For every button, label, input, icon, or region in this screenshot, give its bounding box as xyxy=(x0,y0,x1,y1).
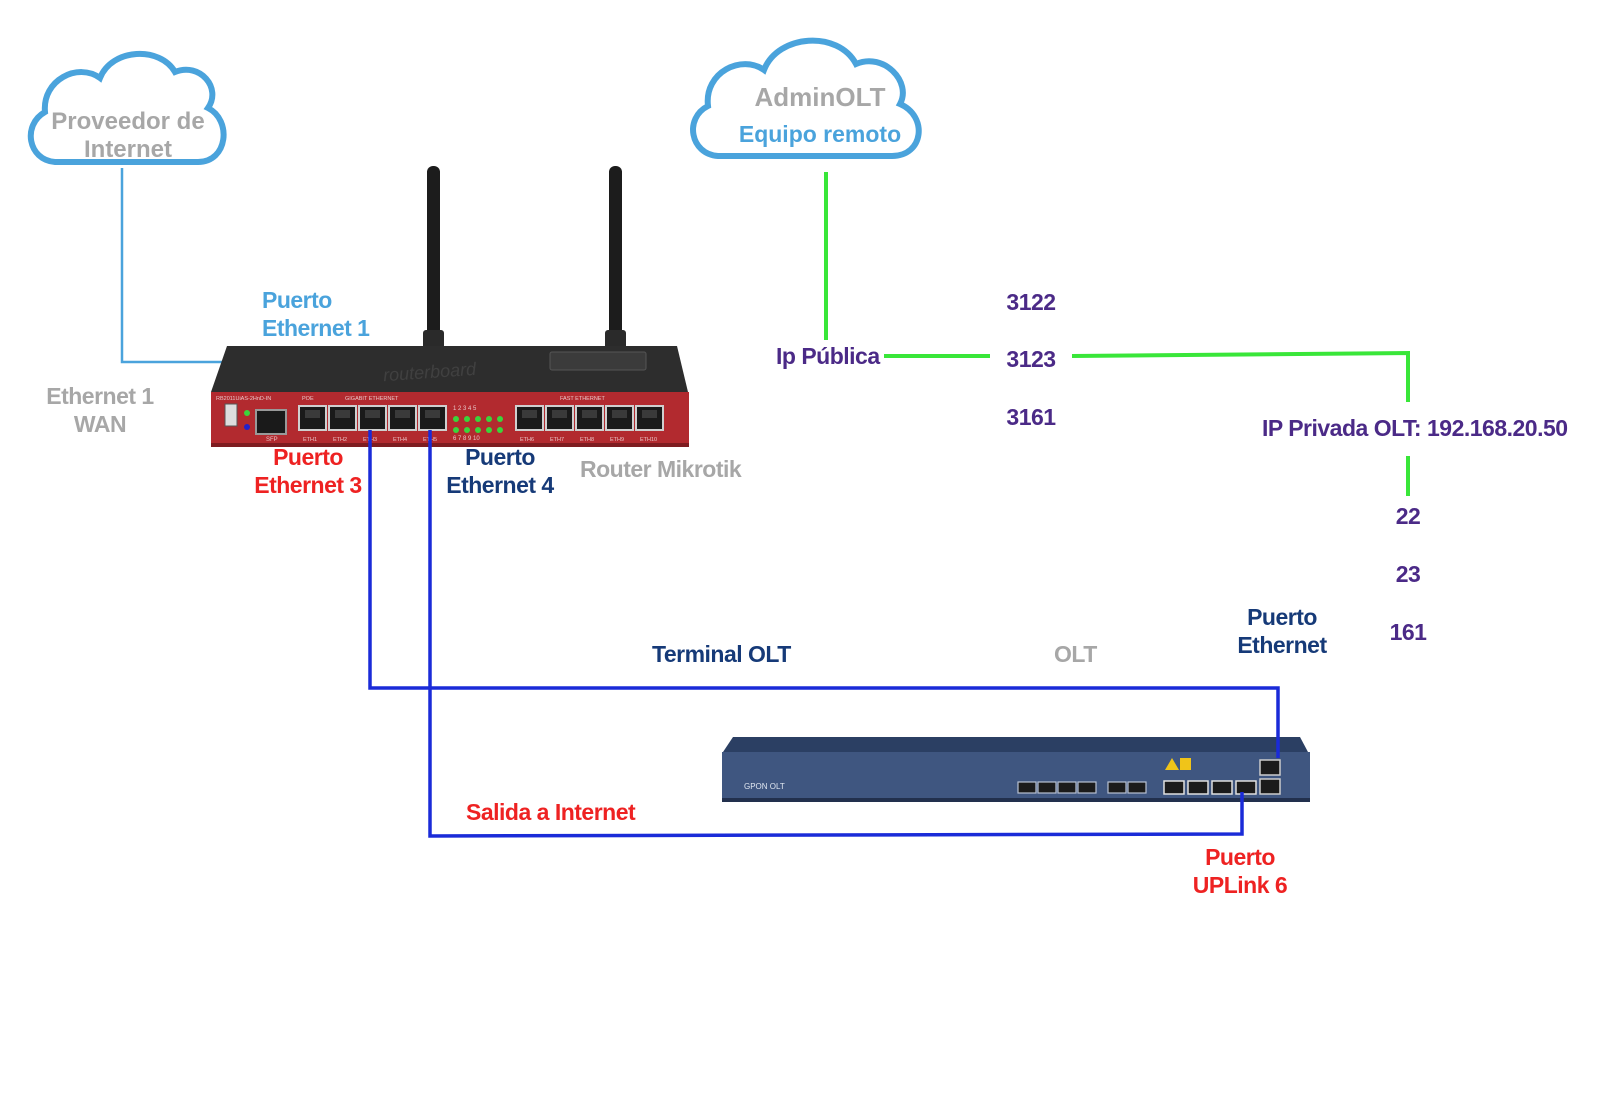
puerto-eth1-label: Puerto Ethernet 1 xyxy=(262,287,370,341)
router-port-label: ETH1 xyxy=(303,437,317,443)
eth1-wan-label: Ethernet 1 WAN xyxy=(46,383,154,437)
router-model-text: RB2011UiAS-2HnD-IN xyxy=(216,396,271,402)
public-port-1: 3122 xyxy=(1006,289,1056,315)
public-port-3: 3161 xyxy=(1006,404,1056,430)
puerto-ethernet-label: Puerto Ethernet xyxy=(1237,604,1327,658)
router-sfp-text: SFP xyxy=(266,437,278,443)
sfp-port-icon xyxy=(1017,781,1037,794)
terminal-olt-label: Terminal OLT xyxy=(652,641,791,667)
router-port-label: ETH9 xyxy=(610,437,624,443)
admin-cloud-subtitle: Equipo remoto xyxy=(738,121,902,147)
router-leds-top-text: 1 2 3 4 5 xyxy=(453,406,477,412)
olt-icon: GPON OLT xyxy=(722,737,1310,802)
olt-label: OLT xyxy=(1054,641,1097,667)
router-port-label: ETH6 xyxy=(520,437,534,443)
status-led xyxy=(475,416,481,422)
status-led xyxy=(497,427,503,433)
olt-eth-ports xyxy=(1163,780,1257,795)
public-port-2: 3123 xyxy=(1006,346,1056,372)
puerto-eth3-label: Puerto Ethernet 3 xyxy=(254,444,362,498)
sfp-port-icon xyxy=(1107,781,1127,794)
provider-cloud-label: Proveedor de Internet xyxy=(51,108,205,163)
olt-name-text: GPON OLT xyxy=(744,782,785,791)
status-led xyxy=(497,416,503,422)
admin-cloud-icon xyxy=(690,37,922,159)
router-leds-bottom-text: 6 7 8 9 10 xyxy=(453,436,480,442)
private-port-2: 23 xyxy=(1395,561,1421,587)
ethernet-port-icon xyxy=(1211,780,1233,795)
sfp-port-icon xyxy=(1037,781,1057,794)
puerto-uplink-label: Puerto UPLink 6 xyxy=(1192,844,1288,898)
admin-cloud-title: AdminOLT xyxy=(754,82,886,112)
remote-link-lines xyxy=(824,172,1410,496)
ethernet-port-icon xyxy=(1235,780,1257,795)
status-led xyxy=(486,427,492,433)
ethernet-port-icon: ETH2 xyxy=(328,405,357,443)
ethernet-port-icon: ETH3 xyxy=(358,405,387,443)
router-icon: routerboard RB2011UiAS-2HnD-IN POE GIGAB… xyxy=(211,346,689,447)
cable-lines xyxy=(368,430,1280,838)
sfp-port-icon xyxy=(1057,781,1077,794)
router-port-label: ETH4 xyxy=(393,437,407,443)
router-name-label: Router Mikrotik xyxy=(580,456,742,482)
sfp-port-icon xyxy=(1077,781,1097,794)
private-port-3: 161 xyxy=(1389,619,1427,645)
router-port-label: ETH10 xyxy=(640,437,657,443)
router-led-grid xyxy=(453,416,503,433)
sfp-port-icon xyxy=(1127,781,1147,794)
router-port-label: ETH2 xyxy=(333,437,347,443)
ethernet-port-icon: ETH6 xyxy=(515,405,544,443)
ethernet-port-icon: ETH4 xyxy=(388,405,417,443)
router-port-label: ETH8 xyxy=(580,437,594,443)
provider-cloud-icon xyxy=(27,50,227,165)
router-poe-text: POE xyxy=(302,396,314,402)
status-led xyxy=(453,416,459,422)
status-led xyxy=(464,427,470,433)
status-led xyxy=(464,416,470,422)
router-gigabit-text: GIGABIT ETHERNET xyxy=(345,396,399,402)
usb-icon xyxy=(224,403,238,427)
sfp-port-icon xyxy=(255,409,287,435)
ethernet-port-icon xyxy=(1163,780,1185,795)
router-fast-text: FAST ETHERNET xyxy=(560,396,605,402)
olt-sfp-ports xyxy=(1017,781,1147,794)
status-led xyxy=(486,416,492,422)
ethernet-port-icon: ETH10 xyxy=(635,405,664,443)
puerto-eth4-label: Puerto Ethernet 4 xyxy=(446,444,554,498)
ethernet-port-icon xyxy=(1187,780,1209,795)
private-port-1: 22 xyxy=(1395,503,1421,529)
ethernet-port-icon: ETH7 xyxy=(545,405,574,443)
ip-publica-label: Ip Pública xyxy=(776,343,880,369)
ip-privada-label: IP Privada OLT: 192.168.20.50 xyxy=(1262,415,1568,441)
ethernet-port-icon: ETH9 xyxy=(605,405,634,443)
router-port-label: ETH7 xyxy=(550,437,564,443)
status-led xyxy=(453,427,459,433)
status-led xyxy=(475,427,481,433)
ethernet-port-icon: ETH1 xyxy=(298,405,327,443)
salida-internet-label: Salida a Internet xyxy=(466,799,636,825)
antenna-icon xyxy=(423,166,626,354)
ethernet-port-icon: ETH8 xyxy=(575,405,604,443)
